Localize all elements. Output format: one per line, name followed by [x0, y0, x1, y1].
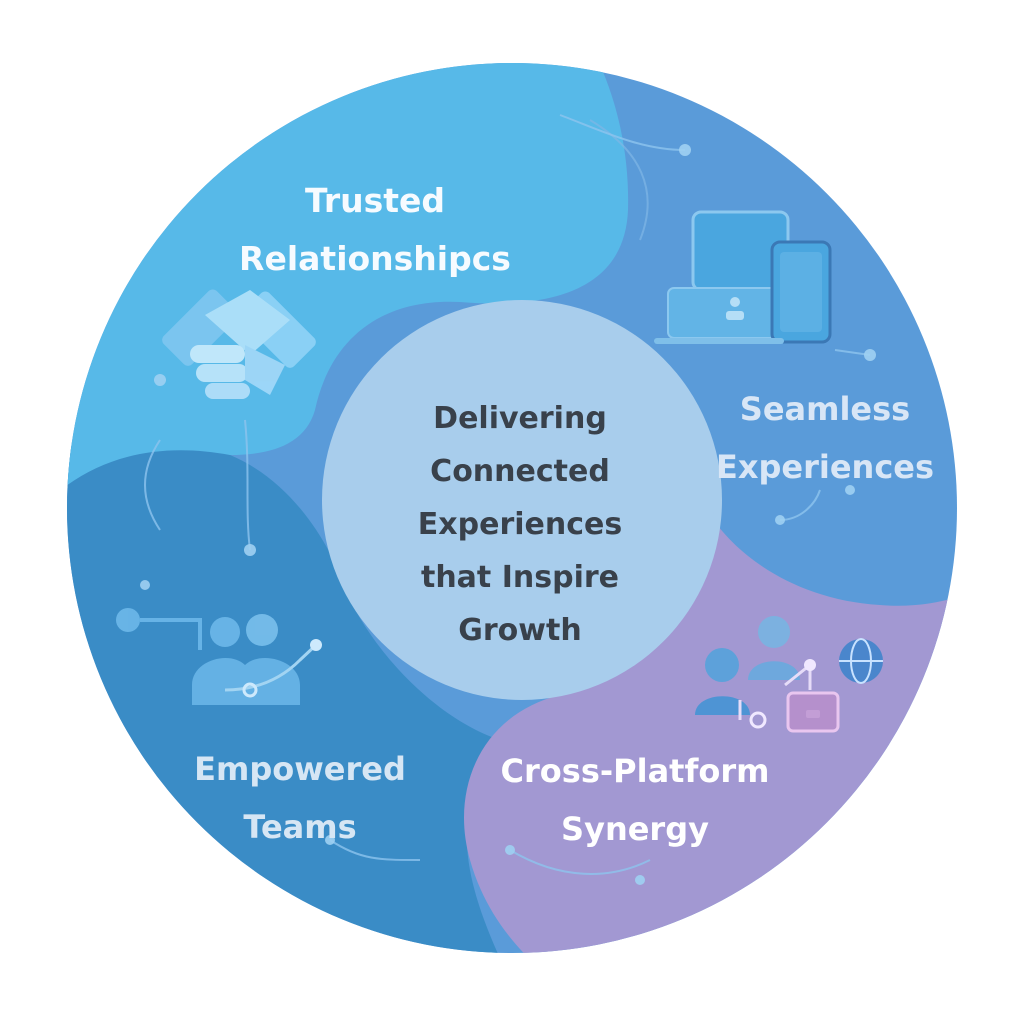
empowered-teams-label: Empowered Teams [165, 740, 435, 856]
trusted-relationships-line-1: Trusted [304, 181, 446, 220]
cross-platform-synergy-line-2: Synergy [561, 810, 709, 848]
center-line-3: Experiences [417, 507, 623, 542]
center-line-2: Connected [430, 454, 610, 489]
handshake-icon [162, 289, 316, 399]
seamless-experiences-line-2: Experiences [715, 448, 935, 486]
team-icon [116, 608, 322, 705]
center-circle [322, 300, 722, 700]
devices-icon [654, 210, 832, 344]
network-users-icon [695, 616, 883, 733]
seamless-experiences-line-1: Seamless [739, 390, 911, 428]
trusted-relationships-label: Trusted Relationshipcs [210, 172, 540, 288]
cross-platform-synergy-line-1: Cross-Platform [500, 752, 770, 790]
empowered-teams-line-2: Teams [243, 808, 357, 846]
center-line-1: Delivering [433, 401, 607, 436]
center-statement: Delivering Connected Experiences that In… [370, 392, 670, 657]
cross-platform-synergy-label: Cross-Platform Synergy [470, 742, 800, 858]
trusted-relationships-line-2: Relationshipcs [239, 239, 511, 278]
seamless-experiences-label: Seamless Experiences [690, 380, 960, 496]
center-line-5: Growth [458, 613, 582, 648]
center-line-4: that Inspire [420, 560, 619, 595]
empowered-teams-line-1: Empowered [194, 750, 406, 788]
